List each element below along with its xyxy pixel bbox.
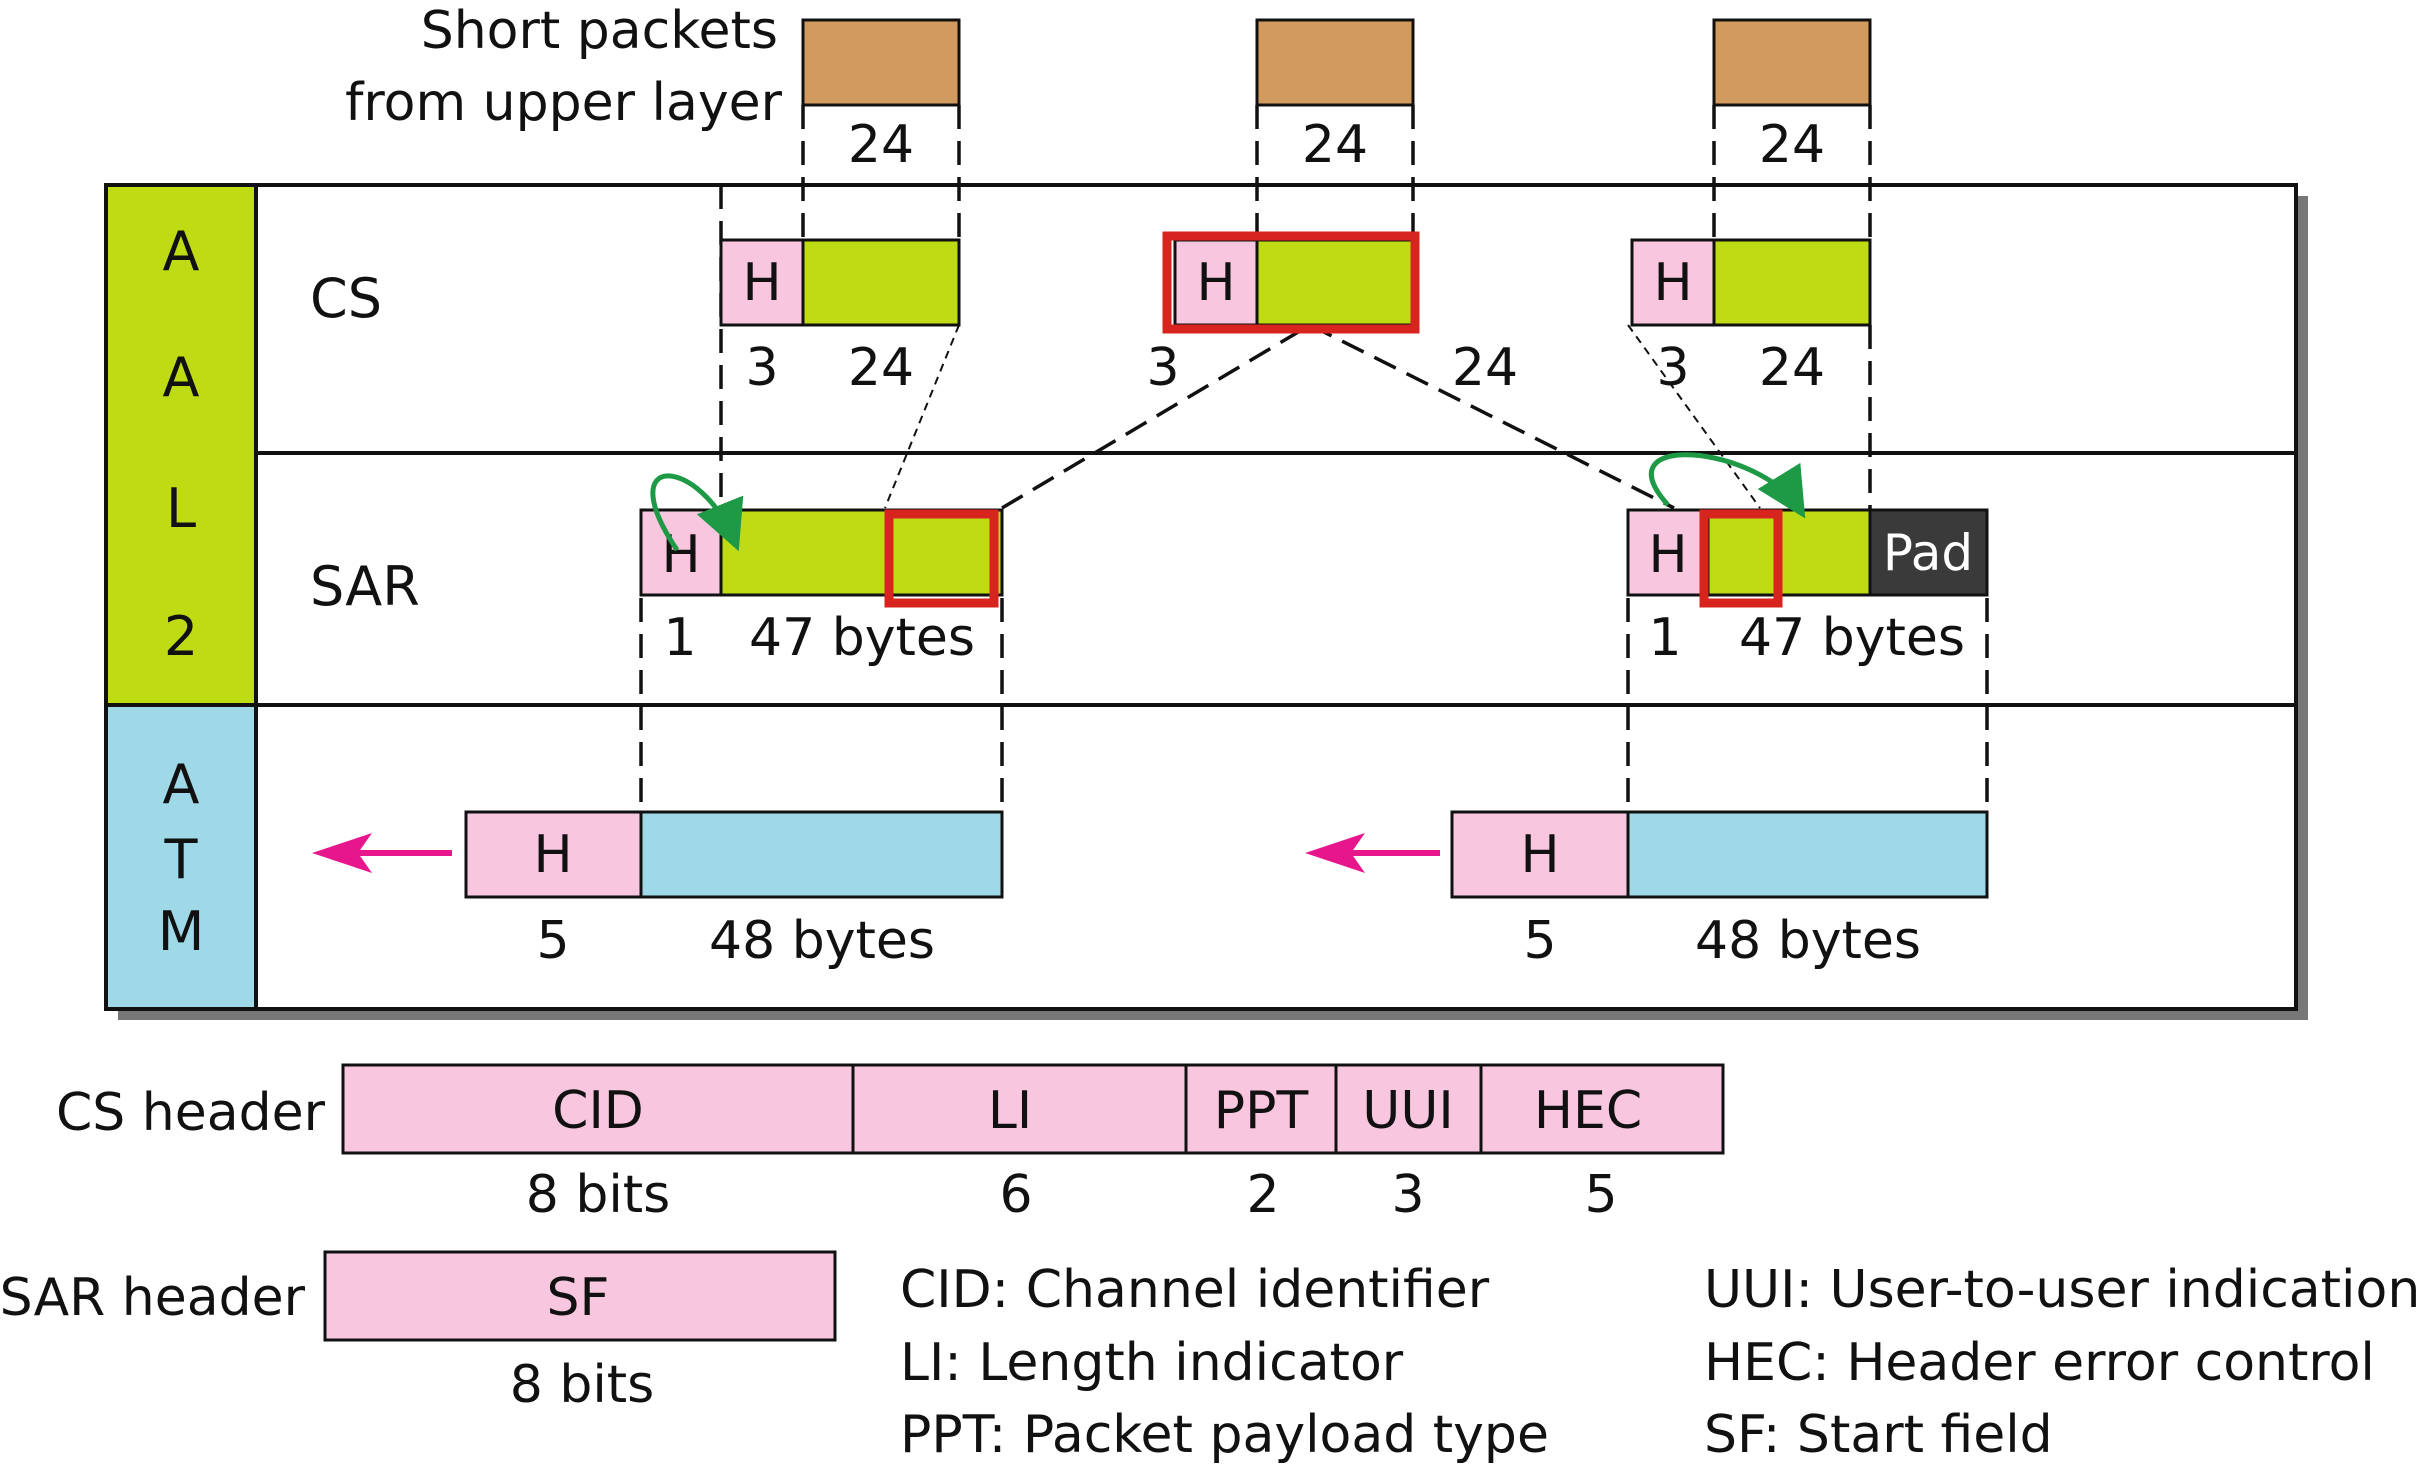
aal2-letter-2: A [163,346,200,409]
sar-field-sf [323,1250,837,1342]
upper-packet-3-size: 24 [1759,115,1825,175]
cs-payload-1 [801,238,961,327]
cs-header-3 [1630,238,1716,327]
magenta-arrow-2 [1305,833,1440,873]
cs-field-cid-name: CID [552,1081,644,1141]
cs-field-ppt [1184,1063,1338,1155]
cs-packet-2-header-size: 3 [1146,338,1179,398]
sar-payload-1-highlight [884,509,999,608]
cs-field-cid-size: 8 bits [526,1165,671,1225]
aal2-band [104,183,258,707]
cs-field-ppt-name: PPT [1214,1081,1309,1141]
legend-cid: CID: Channel identifier [900,1260,1490,1320]
aal2-letter-1: A [163,220,200,283]
cs-layer-label: CS [310,267,382,330]
cs-header-label: CS header [56,1083,326,1143]
atm-payload-1 [639,810,1004,899]
upper-packet-2 [1255,18,1415,107]
sar-cell-1-header-size: 1 [663,608,696,668]
legend-li: LI: Length indicator [900,1333,1404,1393]
cs-field-hec-size: 5 [1584,1165,1617,1225]
atm-cell-1-payload-size: 48 bytes [709,911,935,971]
sar-payload-1 [719,508,1004,597]
atm-band [104,703,258,1011]
sar-header-2 [1626,508,1710,597]
cs-header-1-label: H [742,253,781,313]
cs-payload-3 [1712,238,1872,327]
legend-uui: UUI: User-to-user indication [1704,1260,2420,1320]
legend-sf: SF: Start field [1704,1405,2053,1465]
cs-field-hec [1479,1063,1725,1155]
sar-layer-label: SAR [310,555,420,618]
sar-cell-2-header-size: 1 [1648,608,1681,668]
sar-cell-1-payload-size: 47 bytes [749,608,975,668]
cs-packet-3-payload-size: 24 [1759,338,1825,398]
cs-packet-1-payload-size: 24 [848,338,914,398]
cs-header-1 [719,238,805,327]
cs-field-li [851,1063,1188,1155]
cs-field-cid [341,1063,855,1155]
fine-dashed-guides [884,324,1761,509]
aal2-letter-3: L [166,477,196,540]
legend-hec: HEC: Header error control [1704,1333,2375,1393]
sar-pad-label: Pad [1883,524,1973,582]
cs-packet-2-payload-size: 24 [1452,338,1518,398]
atm-payload-2 [1626,810,1989,899]
atm-letter-3: M [158,900,205,963]
cs-header-2-label: H [1196,253,1235,313]
cs-packet-2-highlight [1162,231,1420,334]
atm-cell-1-header-size: 5 [536,911,569,971]
atm-header-1-label: H [533,825,572,885]
upper-layer-label-line2: from upper layer [345,73,782,133]
sar-payload-2-highlight [1699,509,1783,608]
dashed-guides [639,105,1989,812]
cs-field-uui-name: UUI [1362,1081,1453,1141]
upper-layer-label-line1: Short packets [421,1,778,61]
atm-letter-2: T [164,828,199,891]
cs-packet-1-header-size: 3 [745,338,778,398]
atm-cell-2-payload-size: 48 bytes [1695,911,1921,971]
cs-field-li-name: LI [988,1081,1032,1141]
cs-field-hec-name: HEC [1534,1081,1642,1141]
sar-payload-2 [1706,508,1872,597]
atm-cell-2-header-size: 5 [1523,911,1556,971]
green-curve-arrow-2 [1648,452,1806,519]
sar-header-label: SAR header [0,1268,306,1328]
atm-header-2-label: H [1520,825,1559,885]
sar-pad [1868,508,1989,597]
atm-letter-1: A [163,753,200,816]
green-curve-arrow-1 [650,473,744,552]
sar-cell-2-payload-size: 47 bytes [1739,608,1965,668]
legend-ppt: PPT: Packet payload type [900,1405,1549,1465]
upper-packet-2-size: 24 [1302,115,1368,175]
upper-packet-1 [801,18,961,107]
cs-payload-2 [1255,238,1415,327]
magenta-arrow-1 [312,833,452,873]
atm-header-2 [1450,810,1630,899]
sar-header-2-label: H [1648,525,1687,585]
sar-field-sf-size: 8 bits [510,1355,655,1415]
cs-field-uui-size: 3 [1391,1165,1424,1225]
cs-field-ppt-size: 2 [1246,1165,1279,1225]
upper-packet-3 [1712,18,1872,107]
sar-field-sf-name: SF [547,1268,610,1328]
upper-packet-1-size: 24 [848,115,914,175]
cs-field-li-size: 6 [999,1165,1032,1225]
cs-packet-3-header-size: 3 [1656,338,1689,398]
aal2-letter-4: 2 [164,605,198,668]
cs-header-3-label: H [1653,253,1692,313]
